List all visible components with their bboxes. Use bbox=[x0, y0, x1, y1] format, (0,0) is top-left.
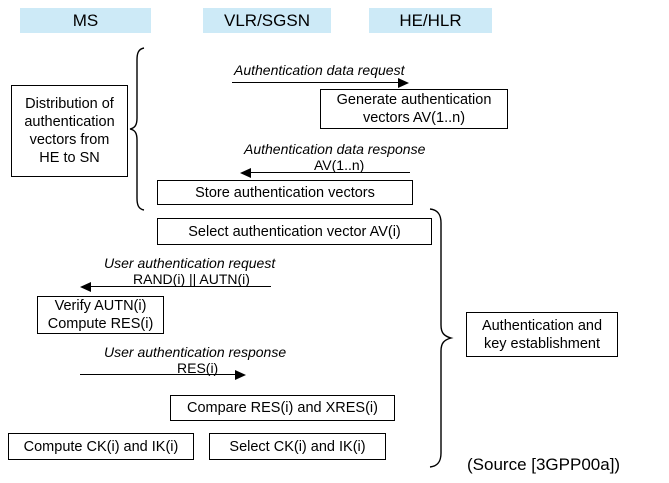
arrowhead-right-icon bbox=[235, 370, 246, 380]
process-box-select-av: Select authentication vector AV(i) bbox=[157, 218, 432, 245]
message-label-user-auth-request: User authentication request bbox=[104, 255, 276, 271]
message-label-auth-data-request: Authentication data request bbox=[234, 62, 405, 78]
message-payload-user-auth-request: RAND(i) || AUTN(i) bbox=[133, 271, 250, 287]
process-box-generate-av: Generate authentication vectors AV(1..n) bbox=[320, 89, 508, 129]
lane-header-he-hlr: HE/HLR bbox=[369, 8, 492, 33]
process-box-line: Verify AUTN(i) bbox=[54, 298, 147, 314]
process-box-line: Compute RES(i) bbox=[47, 316, 154, 332]
process-box-store-av: Store authentication vectors bbox=[157, 180, 413, 205]
lane-header-ms: MS bbox=[20, 8, 151, 33]
process-box-select-ck-ik: Select CK(i) and IK(i) bbox=[209, 433, 386, 460]
phase-brace-distribution bbox=[128, 46, 150, 212]
message-payload-auth-data-response: AV(1..n) bbox=[314, 157, 365, 173]
phase-brace-auth-key-establishment bbox=[427, 207, 463, 469]
process-box-compare-res: Compare RES(i) and XRES(i) bbox=[170, 395, 395, 421]
arrowhead-left-icon bbox=[240, 168, 251, 178]
phase-label-distribution: Distribution of authentication vectors f… bbox=[11, 85, 128, 177]
process-box-compute-ck-ik: Compute CK(i) and IK(i) bbox=[8, 433, 194, 460]
process-box-line: Store authentication vectors bbox=[195, 184, 375, 201]
process-box-line: Select authentication vector AV(i) bbox=[188, 223, 401, 240]
process-box-line: Compare RES(i) and XRES(i) bbox=[187, 400, 378, 416]
phase-label-line: key establishment bbox=[483, 335, 601, 352]
phase-label-line: vectors from bbox=[29, 132, 110, 148]
source-note: (Source [3GPP00a]) bbox=[467, 455, 621, 474]
message-payload-user-auth-response: RES(i) bbox=[177, 360, 219, 376]
process-box-verify-autn: Verify AUTN(i) Compute RES(i) bbox=[37, 296, 164, 334]
process-box-line: Select CK(i) and IK(i) bbox=[229, 438, 366, 455]
message-arrow-auth-data-response bbox=[249, 172, 410, 173]
message-label-user-auth-response: User authentication response bbox=[104, 344, 287, 360]
message-arrow-user-auth-request bbox=[89, 286, 271, 287]
message-arrow-auth-data-request bbox=[232, 82, 400, 83]
arrowhead-left-icon bbox=[80, 282, 91, 292]
phase-label-line: Authentication and bbox=[481, 317, 603, 334]
phase-label-auth-key-establishment: Authentication and key establishment bbox=[466, 312, 618, 357]
lane-header-vlr-sgsn: VLR/SGSN bbox=[203, 8, 331, 33]
arrowhead-right-icon bbox=[398, 78, 409, 88]
phase-label-line: HE to SN bbox=[39, 150, 100, 166]
message-arrow-user-auth-response bbox=[80, 374, 237, 375]
message-label-auth-data-response: Authentication data response bbox=[244, 141, 426, 157]
phase-label-line: Distribution of bbox=[25, 96, 114, 112]
process-box-line: vectors AV(1..n) bbox=[362, 110, 466, 126]
process-box-line: Generate authentication bbox=[336, 92, 492, 108]
process-box-line: Compute CK(i) and IK(i) bbox=[23, 438, 179, 455]
phase-label-line: authentication bbox=[24, 114, 115, 130]
